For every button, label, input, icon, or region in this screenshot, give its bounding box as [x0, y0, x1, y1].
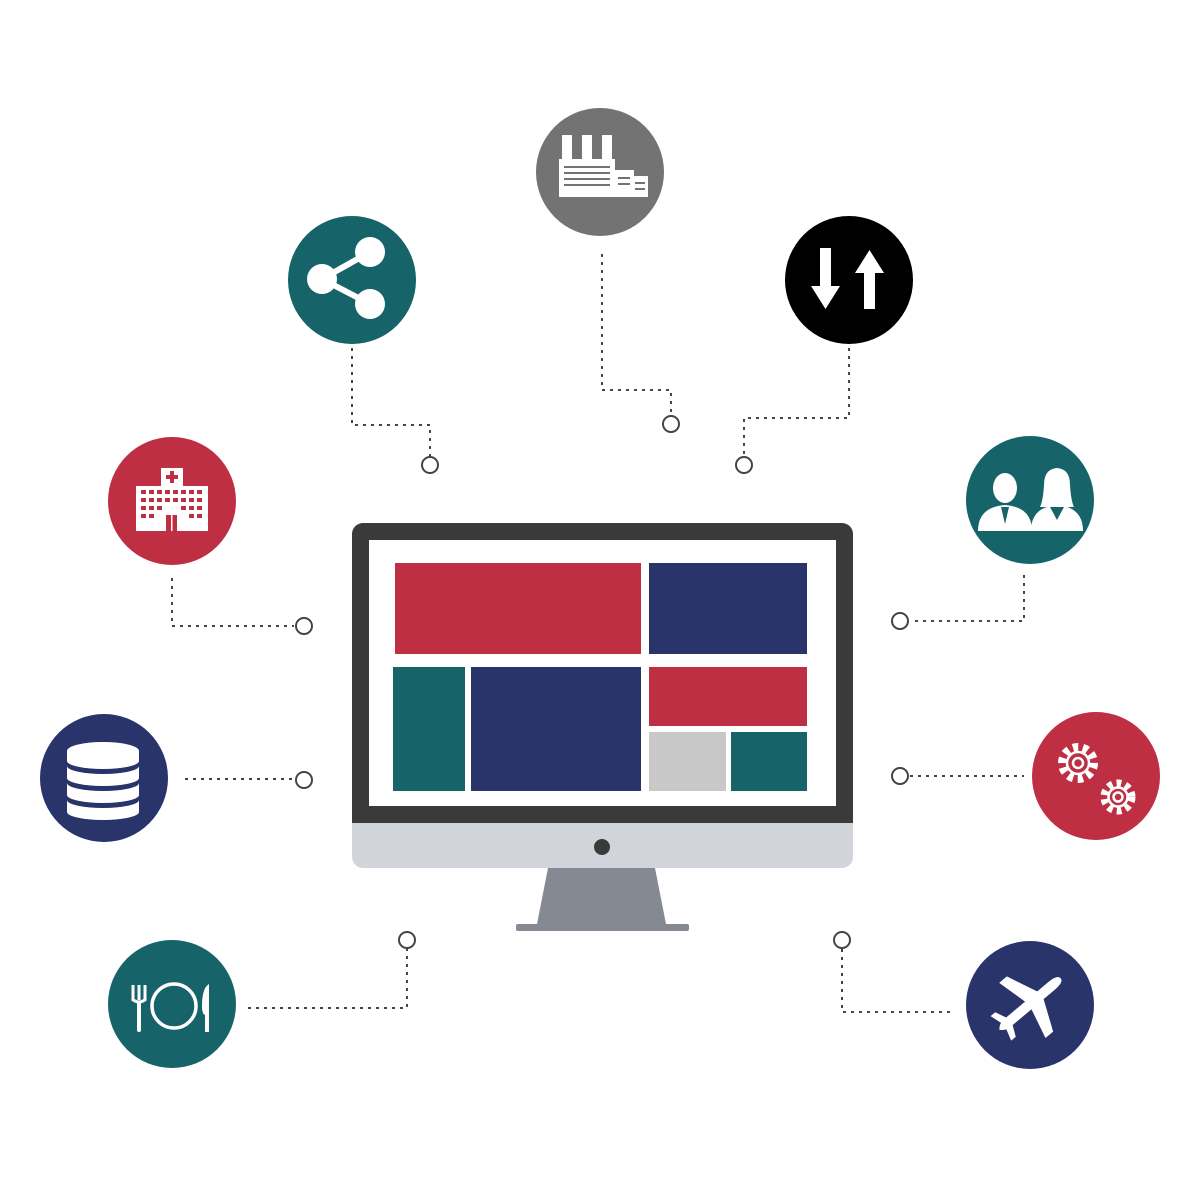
people-node [966, 436, 1094, 564]
transfer-node [785, 216, 913, 344]
travel-node [966, 941, 1094, 1069]
endpoint-share [421, 456, 439, 474]
hospital-icon [136, 468, 208, 531]
tile-top-right [649, 563, 807, 654]
dashboard-tiles [393, 563, 807, 791]
airplane-icon [990, 976, 1062, 1041]
endpoint-transfer [735, 456, 753, 474]
endpoint-people [891, 612, 909, 630]
up-down-arrows-icon [811, 248, 884, 309]
database-node [40, 714, 168, 842]
fork-plate-knife-icon [131, 982, 209, 1032]
users-icon [978, 468, 1083, 531]
endpoint-travel [833, 931, 851, 949]
people-node-circle [966, 436, 1094, 564]
endpoint-factory [662, 415, 680, 433]
tile-left-narrow [393, 667, 465, 791]
tile-right-top [649, 667, 807, 726]
connector-people [910, 575, 1025, 622]
monitor-stand-base [516, 924, 689, 931]
endpoint-settings [891, 767, 909, 785]
connector-hospital [171, 578, 294, 627]
tile-top-left [395, 563, 641, 654]
monitor-camera [594, 839, 610, 855]
gears-icon [1058, 743, 1136, 815]
dining-node-circle [108, 940, 236, 1068]
dining-node [108, 940, 236, 1068]
connector-share [351, 348, 431, 456]
tile-right-bottom-right [731, 732, 807, 791]
connector-dining [248, 949, 408, 1009]
connector-travel [841, 949, 953, 1013]
connector-factory [601, 254, 672, 413]
tile-center [471, 667, 641, 791]
endpoint-database [295, 771, 313, 789]
endpoints [295, 415, 909, 949]
share-icon [307, 237, 385, 319]
endpoint-hospital [295, 617, 313, 635]
settings-node-circle [1032, 712, 1160, 840]
connector-transfer [743, 348, 850, 456]
tile-right-bottom-left [649, 732, 726, 791]
settings-node [1032, 712, 1160, 840]
hospital-node [108, 437, 236, 565]
monitor-stand [537, 868, 666, 924]
transfer-node-circle [785, 216, 913, 344]
share-node [288, 216, 416, 344]
factory-node [536, 108, 664, 236]
factory-icon [559, 135, 648, 197]
endpoint-dining [398, 931, 416, 949]
desktop-monitor-icon [352, 523, 853, 931]
database-icon [67, 742, 139, 820]
connectors [171, 254, 1025, 1013]
